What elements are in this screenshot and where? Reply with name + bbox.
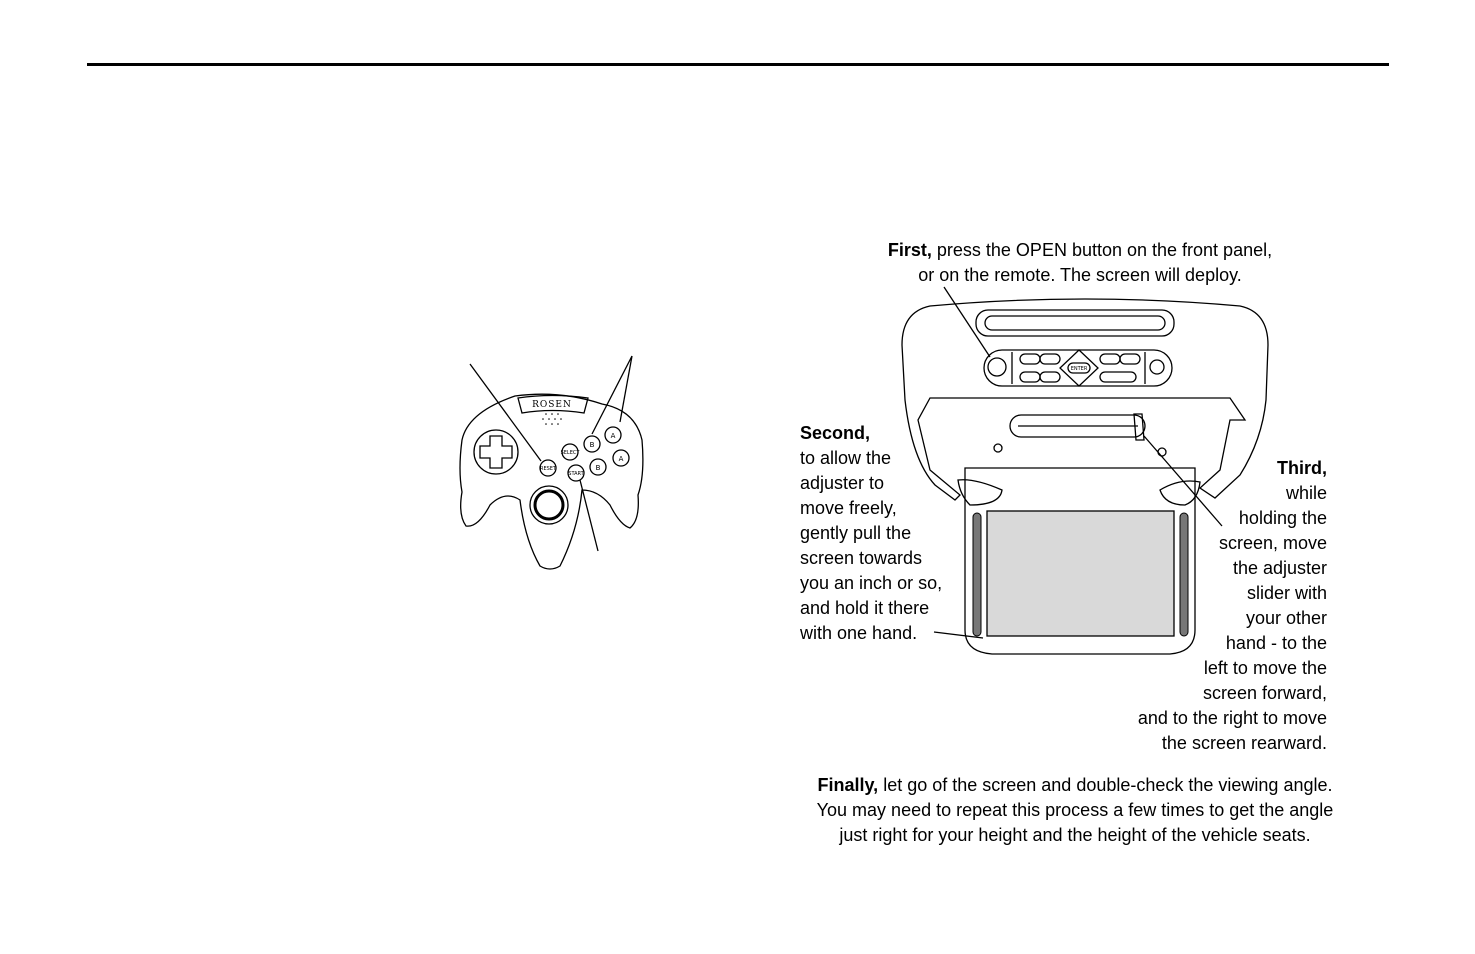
leader-line-second <box>933 631 984 639</box>
svg-text:B: B <box>590 441 595 449</box>
top-display-window <box>975 309 1175 337</box>
screw-right-icon <box>1157 447 1167 457</box>
open-button[interactable] <box>987 357 1007 377</box>
a-button-bottom[interactable]: A <box>612 449 630 467</box>
stop-eject-button[interactable] <box>1019 371 1041 383</box>
brand-plate <box>517 394 589 414</box>
step-first-text: First, press the OPEN button on the fron… <box>887 240 1273 285</box>
header-rule <box>87 63 1389 66</box>
leader-line-b <box>591 355 633 435</box>
left-grip <box>972 512 982 637</box>
speaker-grille-icon <box>542 413 562 425</box>
adjuster-slider-icon[interactable] <box>1133 413 1145 441</box>
screen-frame <box>964 467 1196 655</box>
leader-line-third <box>1143 435 1223 527</box>
analog-stick-icon[interactable] <box>529 485 569 525</box>
svg-text:A: A <box>611 432 616 440</box>
display-screen <box>986 510 1175 637</box>
enter-button[interactable] <box>1067 362 1091 374</box>
b-button-bottom[interactable]: B <box>589 458 607 476</box>
screw-left-icon <box>993 443 1003 453</box>
prev-track-button[interactable] <box>1019 353 1041 365</box>
next-track-button[interactable] <box>1039 353 1061 365</box>
svg-text:ENTER: ENTER <box>1071 366 1088 372</box>
play-pause-button[interactable] <box>1039 371 1061 383</box>
leader-line-start <box>579 479 599 552</box>
ir-sensor-icon <box>1149 359 1165 375</box>
lighting-button[interactable] <box>1099 371 1137 383</box>
step-finally-text: Finally, let go of the screen and double… <box>816 775 1334 845</box>
svg-text:SELECT: SELECT <box>561 450 581 456</box>
start-button[interactable]: START <box>567 464 585 482</box>
svg-text:START: START <box>568 471 584 477</box>
leader-line-reset <box>469 363 542 462</box>
select-button[interactable]: SELECT <box>561 443 581 461</box>
adjuster-slot <box>1009 414 1146 438</box>
reset-button[interactable]: RESET <box>539 459 557 477</box>
svg-text:A: A <box>619 455 624 463</box>
direction-pad-icon[interactable] <box>1059 349 1099 387</box>
svg-text:B: B <box>596 464 601 472</box>
brand-logo: ROSEN <box>532 400 572 410</box>
svg-text:RESET: RESET <box>540 466 557 472</box>
monitor-housing <box>901 298 1269 501</box>
dpad-icon[interactable] <box>473 429 519 475</box>
leader-line-first <box>943 286 991 358</box>
controller-body <box>459 393 644 570</box>
a-button-top[interactable]: A <box>604 426 622 444</box>
mute-button[interactable] <box>1119 353 1141 365</box>
right-grip <box>1179 512 1189 637</box>
b-button-top[interactable]: B <box>583 435 601 453</box>
front-control-panel <box>983 349 1173 387</box>
source-button[interactable] <box>1099 353 1121 365</box>
